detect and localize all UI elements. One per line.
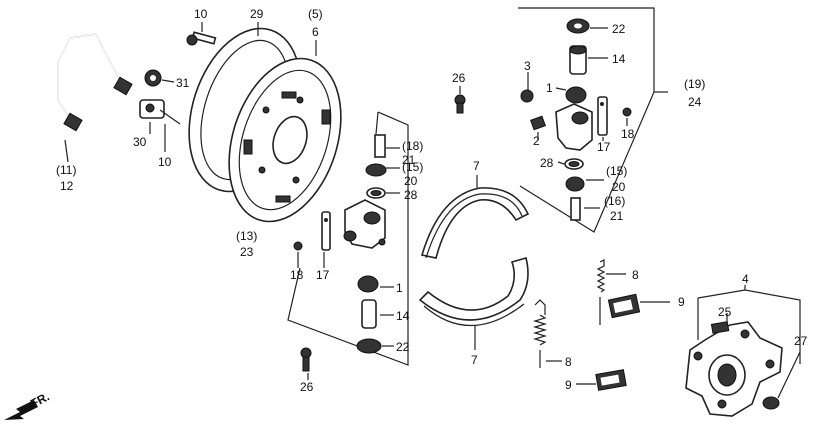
label-10-mid: 10 xyxy=(158,155,172,169)
label-21-right: 21 xyxy=(610,209,624,223)
label-12: 12 xyxy=(60,179,74,193)
label-14-center: 14 xyxy=(396,309,410,323)
bolt-25 xyxy=(710,321,730,334)
brake-shoe-top xyxy=(420,187,530,259)
label-11: (11) xyxy=(56,163,76,177)
label-3: 3 xyxy=(524,59,531,73)
label-20-center: 20 xyxy=(404,174,418,188)
label-4: 4 xyxy=(742,272,749,286)
brake-pipe xyxy=(57,33,133,132)
joint-30 xyxy=(139,99,181,125)
label-28-center: 28 xyxy=(404,188,418,202)
wheel-cylinder-center xyxy=(343,134,387,249)
label-28-right: 28 xyxy=(540,156,554,170)
label-22-center: 22 xyxy=(396,340,410,354)
label-15-right: (15) xyxy=(606,164,627,178)
label-1-right: 1 xyxy=(546,81,553,95)
clip-9-bottom xyxy=(595,369,627,391)
label-24: 24 xyxy=(688,95,702,109)
bolt-26-bottom xyxy=(300,347,312,372)
label-26-top: 26 xyxy=(452,71,466,85)
spring-8-top xyxy=(596,259,606,325)
label-16: (16) xyxy=(604,194,625,208)
label-31: 31 xyxy=(176,76,190,90)
label-27: 27 xyxy=(794,334,808,348)
label-18-paren-center: (18) xyxy=(402,139,423,153)
front-direction-arrow xyxy=(4,400,38,420)
screw-18-center xyxy=(293,241,303,251)
label-22-right: 22 xyxy=(612,22,626,36)
clip-9-top xyxy=(607,293,641,319)
label-14-right: 14 xyxy=(612,52,626,66)
label-20-right: 20 xyxy=(612,180,626,194)
hub-4 xyxy=(685,321,783,417)
label-2: 2 xyxy=(533,134,540,148)
label-7-top: 7 xyxy=(473,159,480,173)
label-17-center: 17 xyxy=(316,268,330,282)
label-10-top: 10 xyxy=(194,7,208,21)
label-9-top: 9 xyxy=(678,295,685,309)
bolt-26-top xyxy=(454,94,466,114)
label-19: (19) xyxy=(684,77,705,91)
label-13: (13) xyxy=(236,229,257,243)
brake-panel xyxy=(228,57,342,223)
label-17-right: 17 xyxy=(597,140,611,154)
bleeder-17-right xyxy=(597,96,608,136)
label-5: (5) xyxy=(308,7,323,21)
label-1-center: 1 xyxy=(396,281,403,295)
label-8-bottom: 8 xyxy=(565,355,572,369)
label-30: 30 xyxy=(133,135,147,149)
label-26-bottom: 26 xyxy=(300,380,314,394)
label-15-center: (15) xyxy=(402,160,423,174)
spring-8-bottom xyxy=(532,299,548,368)
label-7-bottom: 7 xyxy=(471,353,478,367)
part-labels: 10 29 (5) 6 31 30 10 (11) 12 26 (13) 23 … xyxy=(28,7,808,411)
bleeder-17-center xyxy=(321,211,331,251)
label-8-top: 8 xyxy=(632,268,639,282)
label-9-bottom: 9 xyxy=(565,378,572,392)
piston-parts-center xyxy=(356,275,382,354)
label-23: 23 xyxy=(240,245,254,259)
label-6: 6 xyxy=(312,25,319,39)
brake-shoe-bottom xyxy=(418,257,529,327)
bolt-10-top xyxy=(186,31,217,46)
nut-31 xyxy=(144,69,162,87)
label-18-right: 18 xyxy=(621,127,635,141)
label-21-center: 21 xyxy=(402,153,416,167)
wheel-cylinder-right xyxy=(520,18,593,221)
label-25: 25 xyxy=(718,305,732,319)
label-18-center-left: 18 xyxy=(290,268,304,282)
nut-27 xyxy=(762,396,780,410)
label-29: 29 xyxy=(250,7,264,21)
screw-18-right xyxy=(622,107,632,117)
